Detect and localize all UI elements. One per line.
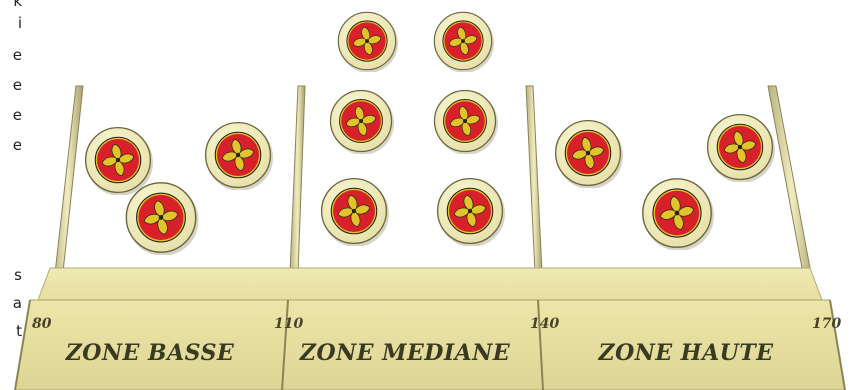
zone-label-basse: ZONE BASSE: [65, 340, 235, 366]
post-mid-left: [290, 86, 305, 272]
palet-token[interactable]: [330, 90, 394, 154]
palet-token[interactable]: [556, 121, 623, 189]
palet-token[interactable]: [322, 179, 389, 247]
scale-mark: 110: [274, 316, 303, 332]
board-top: [38, 268, 822, 300]
scale-mark: 170: [812, 316, 841, 332]
palet-token[interactable]: [434, 90, 498, 154]
scale-mark: 140: [530, 316, 559, 332]
scale-mark: 80: [32, 316, 52, 332]
palet-token[interactable]: [86, 128, 153, 196]
palet-token[interactable]: [434, 12, 494, 72]
palet-token[interactable]: [338, 12, 398, 72]
palet-token[interactable]: [126, 183, 198, 256]
zone-label-haute: ZONE HAUTE: [598, 340, 775, 366]
post-mid-right: [526, 86, 542, 272]
zone-label-mediane: ZONE MEDIANE: [299, 340, 511, 366]
palets: [86, 12, 775, 256]
palet-token[interactable]: [708, 115, 775, 183]
palet-token[interactable]: [643, 179, 714, 251]
palet-token[interactable]: [206, 123, 273, 191]
palet-token[interactable]: [438, 179, 505, 247]
